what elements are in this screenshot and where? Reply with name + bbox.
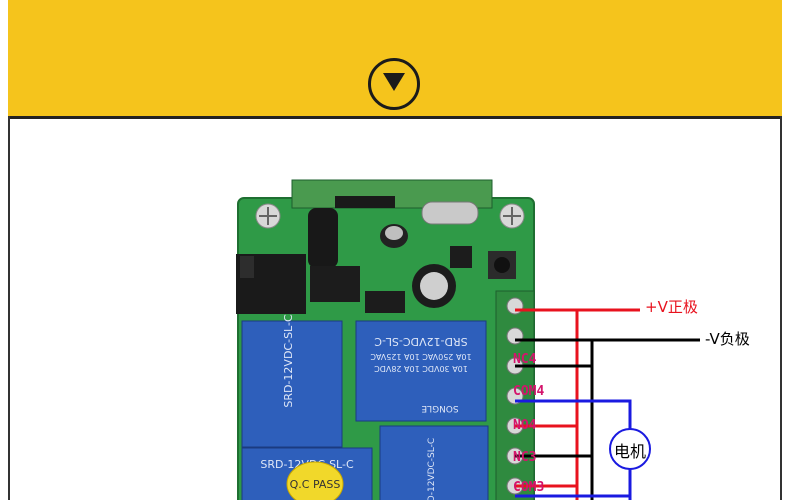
motor-symbol [609, 428, 651, 470]
svg-text:SONGLE: SONGLE [421, 403, 459, 413]
terminal-nc4: NC4 [513, 352, 537, 367]
mount-screw [255, 203, 281, 229]
down-arrow-icon [381, 71, 407, 97]
svg-text:10A 30VDC 10A 28VDC: 10A 30VDC 10A 28VDC [374, 364, 468, 373]
svg-text:10A 250VAC 10A 125VAC: 10A 250VAC 10A 125VAC [370, 352, 472, 361]
wiring-diagram [515, 308, 700, 500]
positive-label: +V正极 [645, 298, 698, 316]
ic-chip [310, 266, 360, 302]
mount-screw [499, 203, 525, 229]
top-banner [0, 0, 790, 120]
crystal [421, 201, 479, 225]
terminal-nc3: NC3 [513, 450, 537, 465]
terminal-no4: NO4 [513, 418, 537, 433]
svg-text:SRD-12VDC-SL-C: SRD-12VDC-SL-C [282, 314, 295, 408]
svg-text:SRD-12VDC-SL-C: SRD-12VDC-SL-C [427, 438, 437, 500]
relay-1: SRD-12VDC-SL-C [241, 314, 343, 448]
relay-2: SRD-12VDC-SL-C 10A 250VAC 10A 125VAC 10A… [355, 320, 487, 422]
scroll-down-button[interactable] [368, 58, 420, 110]
svg-text:Q.C PASS: Q.C PASS [290, 478, 341, 491]
relay-4: SRD-12VDC-SL-C [379, 425, 489, 500]
relay-board-photo: SRD-12VDC-SL-C SRD-12VDC-SL-C 10A 250VAC… [236, 179, 700, 500]
terminal-com4: COM4 [513, 384, 545, 399]
negative-label: -V负极 [705, 330, 750, 348]
motor-label: 电机 [614, 442, 647, 461]
terminal-com3: COM3 [513, 480, 545, 495]
ic-chip [365, 291, 405, 313]
product-photo-frame: SRD-12VDC-SL-C SRD-12VDC-SL-C 10A 250VAC… [8, 116, 782, 500]
svg-text:SRD-12VDC-SL-C: SRD-12VDC-SL-C [374, 335, 468, 348]
antenna-coil [308, 208, 338, 268]
qc-sticker [286, 461, 344, 500]
